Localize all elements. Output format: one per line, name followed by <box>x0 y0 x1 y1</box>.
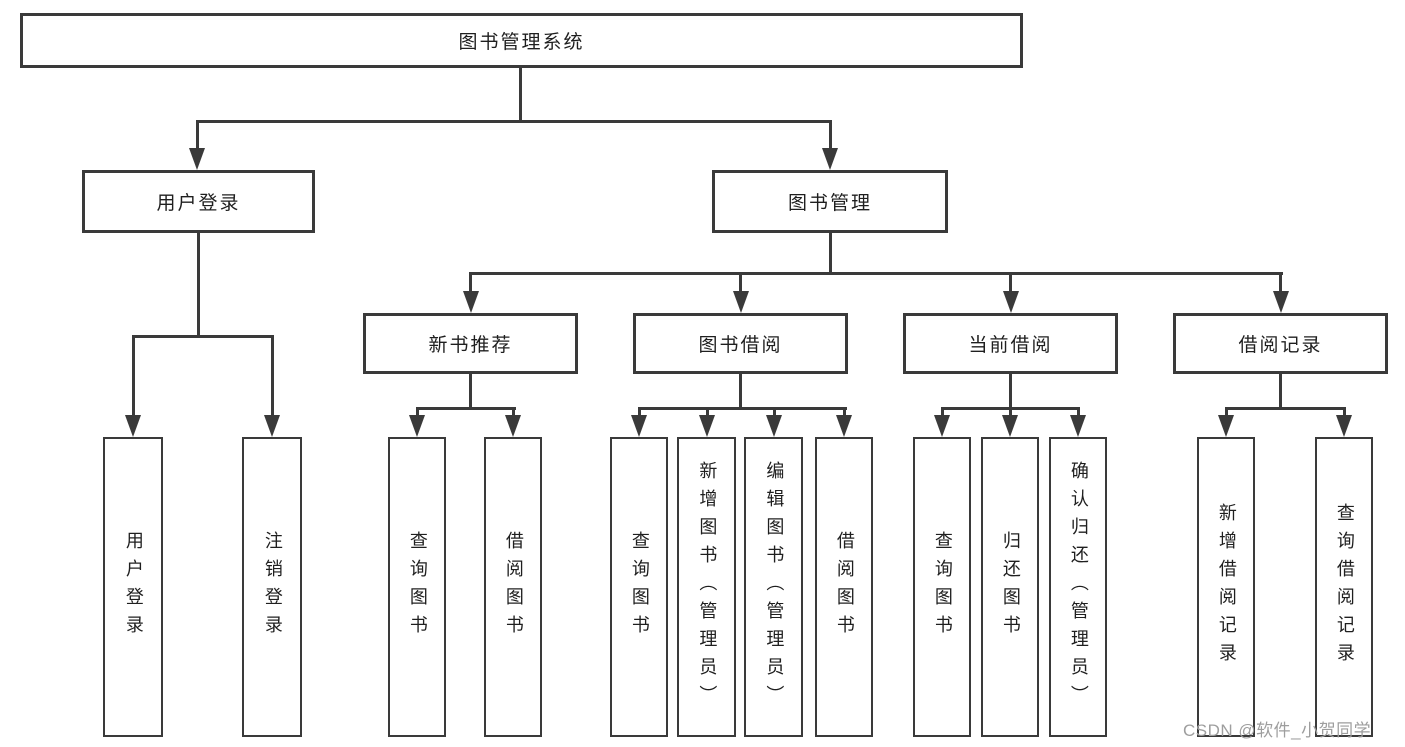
connector-userlogin-stub-2 <box>270 335 274 417</box>
down-arrow-icon <box>934 415 950 437</box>
connector-records-stub-2 <box>1342 407 1346 419</box>
node-book-borrowing: 图书借阅 <box>633 313 848 374</box>
down-arrow-icon <box>1336 415 1352 437</box>
leaf-newbook-borrow-books: 借阅图书 <box>484 437 542 737</box>
node-borrowing-records: 借阅记录 <box>1173 313 1388 374</box>
leaf-borrow-books: 借阅图书 <box>815 437 873 737</box>
connector-current-stub-3 <box>1076 407 1080 419</box>
node-label: 借阅记录 <box>1238 335 1323 356</box>
node-new-book-recommend: 新书推荐 <box>363 313 578 374</box>
leaf-user-login: 用户登录 <box>103 437 163 737</box>
leaf-add-books-admin: 新增图书（管理员） <box>677 437 736 737</box>
node-root-library-system: 图书管理系统 <box>20 13 1023 68</box>
connector-current-stub-2 <box>1008 407 1012 419</box>
connector-borrow-stub-1 <box>637 407 641 419</box>
down-arrow-icon <box>699 415 715 437</box>
down-arrow-icon <box>264 415 280 437</box>
down-arrow-icon <box>1272 291 1289 313</box>
connector-bookmgmt-stub-4 <box>1279 272 1282 294</box>
leaf-confirm-return-admin: 确认归还（管理员） <box>1049 437 1107 737</box>
down-arrow-icon <box>125 415 141 437</box>
node-label: 当前借阅 <box>968 335 1053 356</box>
node-label: 图书借阅 <box>698 335 783 356</box>
leaf-query-borrow-record: 查询借阅记录 <box>1315 437 1373 737</box>
connector-current-stub-1 <box>940 407 944 419</box>
connector-records-bar <box>1224 407 1346 410</box>
leaf-logout: 注销登录 <box>242 437 302 737</box>
down-arrow-icon <box>822 148 838 170</box>
connector-borrow-stem <box>739 374 742 410</box>
leaf-current-query-books: 查询图书 <box>913 437 971 737</box>
connector-userlogin-stub-1 <box>131 335 135 417</box>
connector-borrow-stub-2 <box>705 407 709 419</box>
connector-newbook-bar <box>415 407 516 410</box>
down-arrow-icon <box>409 415 425 437</box>
down-arrow-icon <box>732 291 749 313</box>
node-label: 图书管理 <box>787 193 872 214</box>
node-current-borrowing: 当前借阅 <box>903 313 1118 374</box>
down-arrow-icon <box>1218 415 1234 437</box>
connector-borrow-bar <box>637 407 847 410</box>
leaf-edit-books-admin: 编辑图书（管理员） <box>744 437 803 737</box>
down-arrow-icon <box>1002 415 1018 437</box>
connector-root-bar <box>195 120 832 123</box>
down-arrow-icon <box>631 415 647 437</box>
down-arrow-icon <box>1070 415 1086 437</box>
connector-newbook-stem <box>469 374 472 410</box>
node-label: 图书管理系统 <box>458 32 585 53</box>
connector-borrow-stub-4 <box>842 407 846 419</box>
connector-root-stub-left <box>195 120 199 150</box>
connector-root-stub-right <box>828 120 832 150</box>
down-arrow-icon <box>1002 291 1019 313</box>
down-arrow-icon <box>836 415 852 437</box>
down-arrow-icon <box>505 415 521 437</box>
connector-records-stub-1 <box>1224 407 1228 419</box>
connector-bookmgmt-bar <box>469 272 1283 275</box>
node-user-login: 用户登录 <box>82 170 315 233</box>
leaf-newbook-query-books: 查询图书 <box>388 437 446 737</box>
node-label: 新书推荐 <box>428 335 513 356</box>
connector-root-stem <box>518 68 522 120</box>
connector-current-stem <box>1009 374 1012 410</box>
down-arrow-icon <box>462 291 479 313</box>
connector-bookmgmt-stub-1 <box>469 272 472 294</box>
leaf-add-borrow-record: 新增借阅记录 <box>1197 437 1255 737</box>
node-book-management: 图书管理 <box>712 170 948 233</box>
node-label: 用户登录 <box>156 193 241 214</box>
connector-newbook-stub-1 <box>415 407 419 419</box>
connector-newbook-stub-2 <box>511 407 515 419</box>
connector-borrow-stub-3 <box>772 407 776 419</box>
down-arrow-icon <box>189 148 205 170</box>
down-arrow-icon <box>766 415 782 437</box>
connector-userlogin-bar <box>131 335 274 338</box>
csdn-watermark: CSDN @软件_小贺同学 <box>1183 721 1372 740</box>
connector-bookmgmt-stem <box>828 233 832 274</box>
connector-bookmgmt-stub-2 <box>739 272 742 294</box>
leaf-borrow-query-books: 查询图书 <box>610 437 668 737</box>
leaf-return-books: 归还图书 <box>981 437 1039 737</box>
connector-userlogin-stem <box>197 233 200 335</box>
connector-records-stem <box>1279 374 1282 410</box>
connector-bookmgmt-stub-3 <box>1009 272 1012 294</box>
